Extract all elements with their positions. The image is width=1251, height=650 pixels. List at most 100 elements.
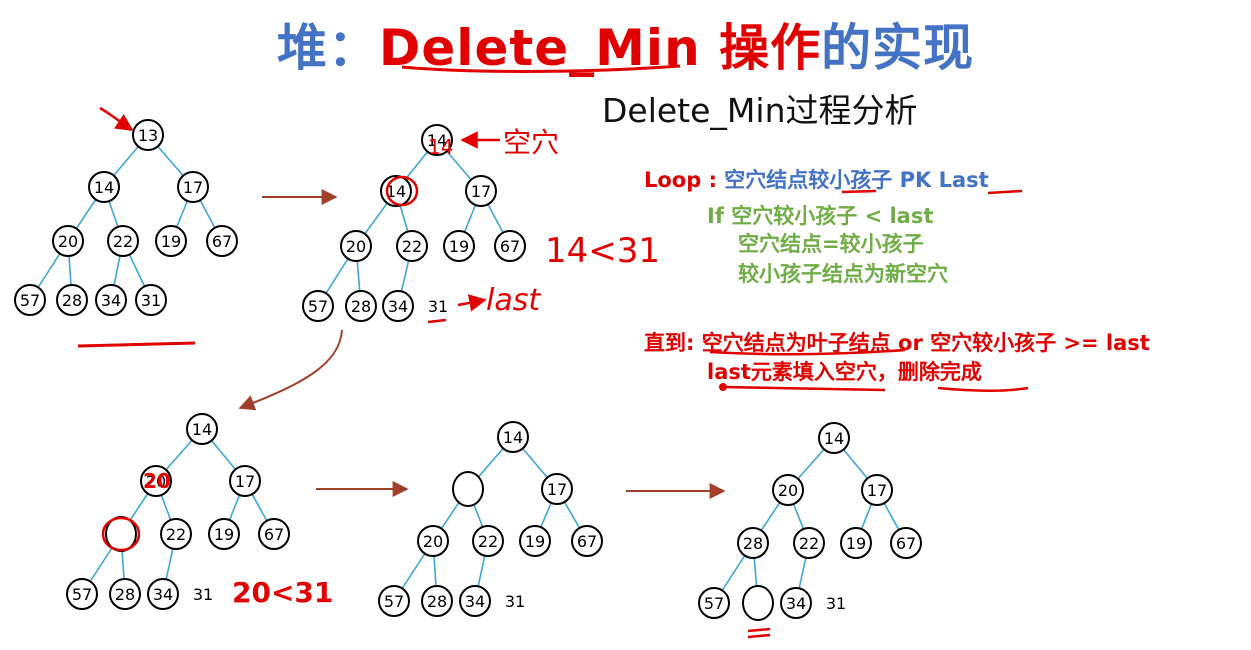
node-label: 34 bbox=[465, 592, 485, 611]
tree-node bbox=[840, 527, 872, 559]
node-label: 34 bbox=[153, 585, 173, 604]
node-label: 17 bbox=[235, 472, 255, 491]
node-label: 67 bbox=[500, 237, 520, 256]
hole-annotation: 空穴 bbox=[503, 126, 559, 159]
node-label: 28 bbox=[351, 297, 371, 316]
node-label: 17 bbox=[547, 480, 567, 499]
node-label: 20 bbox=[346, 237, 366, 256]
tree-node bbox=[147, 578, 179, 610]
node-label: 67 bbox=[577, 532, 597, 551]
node-label: 20 bbox=[146, 472, 166, 491]
node-label: 13 bbox=[138, 126, 158, 145]
node-label: 57 bbox=[72, 585, 92, 604]
node-label: 22 bbox=[166, 525, 186, 544]
last-element-label: 31 bbox=[428, 297, 448, 316]
tree-node bbox=[421, 124, 453, 156]
node-label: 28 bbox=[743, 534, 763, 553]
node-label: 28 bbox=[62, 291, 82, 310]
last-element-label: 31 bbox=[193, 585, 213, 604]
node-label: 67 bbox=[264, 525, 284, 544]
rule-loop: Loop : 空穴结点较小孩子 PK Last bbox=[644, 164, 989, 194]
node-label: 22 bbox=[799, 534, 819, 553]
tree-node bbox=[818, 422, 850, 454]
node-label: 22 bbox=[478, 532, 498, 551]
node-label: 14 bbox=[427, 131, 447, 150]
node-label: 57 bbox=[384, 592, 404, 611]
compare-1: 14<31 bbox=[545, 231, 660, 271]
node-label: 34 bbox=[101, 291, 121, 310]
hole-double-underline bbox=[747, 627, 771, 639]
node-label: 20 bbox=[423, 532, 443, 551]
tree-node bbox=[541, 473, 573, 505]
tree-node bbox=[14, 284, 46, 316]
title-implementation: 的实现 bbox=[821, 19, 975, 77]
tree-node bbox=[186, 413, 218, 445]
tree-node bbox=[340, 230, 372, 262]
until-text: 空穴结点为叶子结点 or 空穴较小孩子 >= last bbox=[694, 331, 1150, 355]
tree-node bbox=[497, 421, 529, 453]
node-label: 19 bbox=[846, 534, 866, 553]
last-underline bbox=[427, 318, 447, 324]
slide-subtitle: Delete_Min过程分析 bbox=[602, 91, 918, 130]
tree-node bbox=[107, 225, 139, 257]
node-label: 19 bbox=[449, 237, 469, 256]
last-pointer-arrow bbox=[457, 294, 487, 312]
tree-node bbox=[472, 525, 504, 557]
hole-node bbox=[742, 585, 774, 621]
node-label: 28 bbox=[427, 592, 447, 611]
node-label: 17 bbox=[471, 182, 491, 201]
fill-underline-1 bbox=[722, 385, 886, 392]
node-label: 28 bbox=[115, 585, 135, 604]
rule-if: If 空穴较小孩子 < last bbox=[707, 204, 934, 228]
tree-node bbox=[698, 587, 730, 619]
last-element-label: 31 bbox=[826, 594, 846, 613]
loop-underline-1 bbox=[841, 189, 877, 194]
tree-node bbox=[737, 527, 769, 559]
root-pointer-arrow bbox=[99, 106, 134, 132]
node-label: 14 bbox=[824, 429, 844, 448]
tree-node bbox=[109, 578, 141, 610]
title-operation: 操作 bbox=[700, 19, 822, 77]
tree-node bbox=[494, 230, 526, 262]
node-label: 20 bbox=[778, 481, 798, 500]
node-label: 14 bbox=[386, 182, 406, 201]
tree-node bbox=[52, 225, 84, 257]
tree-node bbox=[772, 474, 804, 506]
tree-node bbox=[160, 518, 192, 550]
node-label: 22 bbox=[113, 232, 133, 251]
tree-node bbox=[66, 578, 98, 610]
tree-node bbox=[421, 585, 453, 617]
node-label: 57 bbox=[704, 594, 724, 613]
rule-until: 直到: 空穴结点为叶子结点 or 空穴较小孩子 >= last bbox=[644, 327, 1150, 357]
loop-label: Loop : bbox=[644, 168, 717, 192]
tree-node bbox=[417, 525, 449, 557]
tree-node bbox=[208, 518, 240, 550]
until-underline bbox=[709, 348, 906, 356]
tree-node bbox=[780, 587, 812, 619]
rule-fill: last元素填入空穴，删除完成 bbox=[707, 360, 982, 384]
tree-node bbox=[132, 119, 164, 151]
loop-underline-2 bbox=[987, 189, 1023, 195]
rule-assign: 空穴结点=较小孩子 bbox=[738, 232, 924, 256]
node-label: 17 bbox=[183, 178, 203, 197]
node-label: 20 bbox=[58, 232, 78, 251]
tree-node bbox=[465, 175, 497, 207]
tree-node bbox=[95, 284, 127, 316]
node-label: 57 bbox=[308, 297, 328, 316]
hole-node bbox=[452, 471, 484, 507]
node-label: 14 bbox=[503, 428, 523, 447]
node-label: 14 bbox=[94, 178, 114, 197]
trees-layer: 13 14 17 20 22 19 67 57 28 34 31 14 14 17 20 22 19 67 57 28… bbox=[14, 119, 922, 621]
tree-node bbox=[382, 290, 414, 322]
tree-node bbox=[229, 465, 261, 497]
last-element-label: 31 bbox=[505, 592, 525, 611]
compare-2: 20<31 bbox=[232, 576, 333, 609]
tree-node bbox=[140, 465, 172, 497]
node-label: 31 bbox=[141, 291, 161, 310]
